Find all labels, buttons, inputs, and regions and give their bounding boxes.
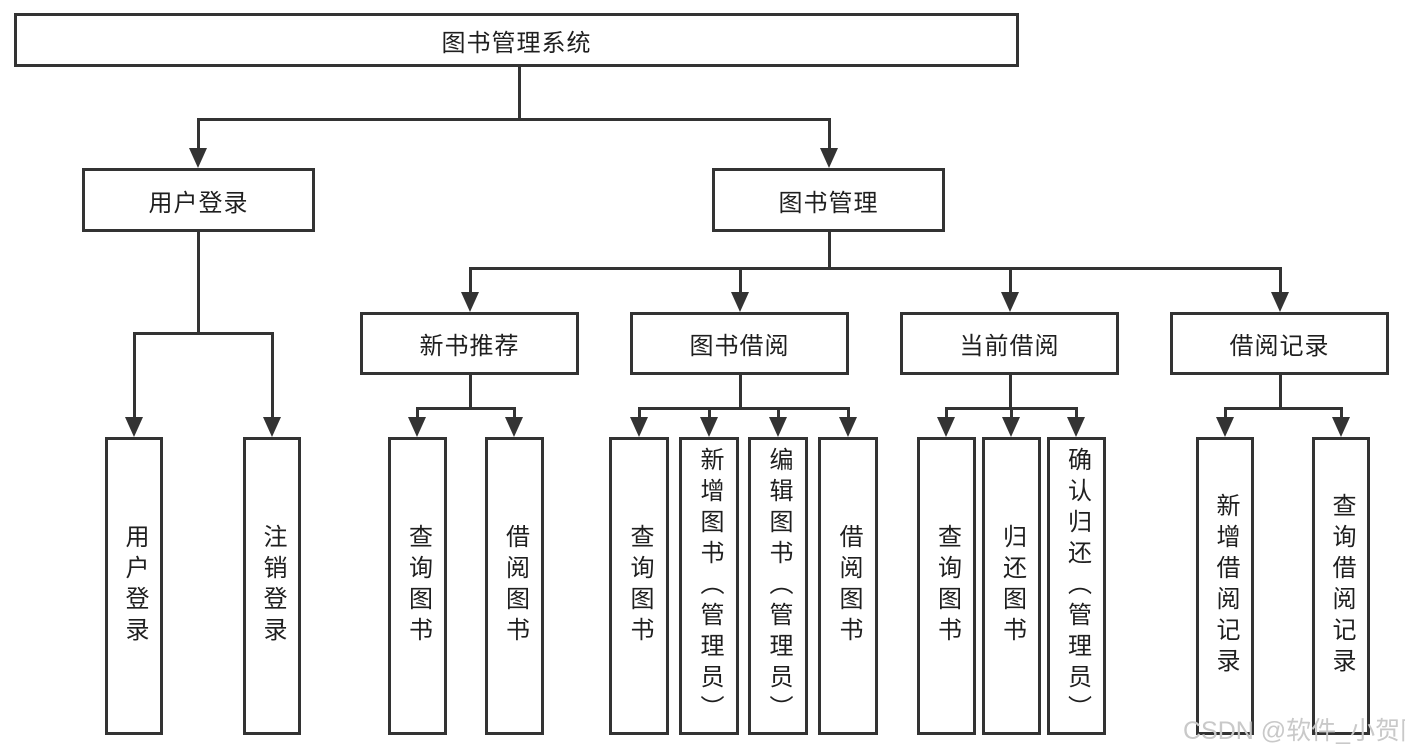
arrowhead-icon	[839, 417, 857, 437]
connector-line	[945, 407, 948, 420]
node-new-book-recommendation: 新书推荐	[360, 312, 579, 375]
arrowhead-icon	[731, 292, 749, 312]
arrowhead-icon	[1001, 292, 1019, 312]
connector-line	[1009, 267, 1012, 295]
connector-line	[197, 118, 831, 121]
arrowhead-icon	[125, 417, 143, 437]
node-library-management-system: 图书管理系统	[14, 13, 1019, 67]
connector-line	[1279, 374, 1282, 409]
connector-line	[638, 407, 849, 410]
node-borrowing-records: 借阅记录	[1170, 312, 1389, 375]
connector-line	[1010, 407, 1013, 420]
connector-line	[739, 374, 742, 409]
arrowhead-icon	[189, 148, 207, 168]
leaf-logout: 注销登录	[243, 437, 301, 735]
connector-line	[708, 407, 711, 420]
connector-line	[847, 407, 850, 420]
arrowhead-icon	[937, 417, 955, 437]
leaf-query-books-borrowing: 查询图书	[609, 437, 669, 735]
connector-line	[416, 407, 419, 420]
arrowhead-icon	[1216, 417, 1234, 437]
connector-line	[638, 407, 641, 420]
arrowhead-icon	[461, 292, 479, 312]
arrowhead-icon	[1002, 417, 1020, 437]
leaf-query-borrow-record: 查询借阅记录	[1312, 437, 1370, 735]
node-book-borrowing: 图书借阅	[630, 312, 849, 375]
connector-line	[518, 66, 521, 119]
connector-line	[777, 407, 780, 420]
connector-line	[828, 231, 831, 269]
arrowhead-icon	[700, 417, 718, 437]
connector-line	[133, 332, 136, 420]
connector-line	[739, 267, 742, 295]
leaf-user-login: 用户登录	[105, 437, 163, 735]
connector-line	[828, 118, 831, 151]
connector-line	[1340, 407, 1343, 420]
connector-line	[513, 407, 516, 420]
arrowhead-icon	[630, 417, 648, 437]
arrowhead-icon	[263, 417, 281, 437]
leaf-confirm-return-admin: 确认归还（管理员）	[1047, 437, 1106, 735]
leaf-add-borrow-record: 新增借阅记录	[1196, 437, 1254, 735]
arrowhead-icon	[408, 417, 426, 437]
leaf-query-books-recommend: 查询图书	[388, 437, 447, 735]
connector-line	[133, 332, 273, 335]
connector-line	[197, 231, 200, 334]
leaf-return-books: 归还图书	[982, 437, 1041, 735]
leaf-edit-books-admin: 编辑图书（管理员）	[748, 437, 808, 735]
csdn-watermark: CSDN @软件_小贺同学	[1183, 717, 1405, 745]
arrowhead-icon	[1067, 417, 1085, 437]
connector-line	[1224, 407, 1227, 420]
node-book-management: 图书管理	[712, 168, 945, 232]
arrowhead-icon	[769, 417, 787, 437]
node-current-borrowing: 当前借阅	[900, 312, 1119, 375]
arrowhead-icon	[505, 417, 523, 437]
arrowhead-icon	[1332, 417, 1350, 437]
node-user-login: 用户登录	[82, 168, 315, 232]
leaf-add-books-admin: 新增图书（管理员）	[679, 437, 739, 735]
connector-line	[271, 332, 274, 420]
connector-line	[469, 267, 1282, 270]
connector-line	[469, 267, 472, 295]
leaf-query-books-current: 查询图书	[917, 437, 976, 735]
connector-line	[1009, 374, 1012, 409]
leaf-borrow-books: 借阅图书	[818, 437, 878, 735]
arrowhead-icon	[820, 148, 838, 168]
connector-line	[416, 407, 516, 410]
leaf-borrow-books-recommend: 借阅图书	[485, 437, 544, 735]
connector-line	[1279, 267, 1282, 295]
connector-line	[197, 118, 200, 151]
connector-line	[469, 374, 472, 409]
connector-line	[1075, 407, 1078, 420]
connector-line	[1224, 407, 1342, 410]
arrowhead-icon	[1271, 292, 1289, 312]
